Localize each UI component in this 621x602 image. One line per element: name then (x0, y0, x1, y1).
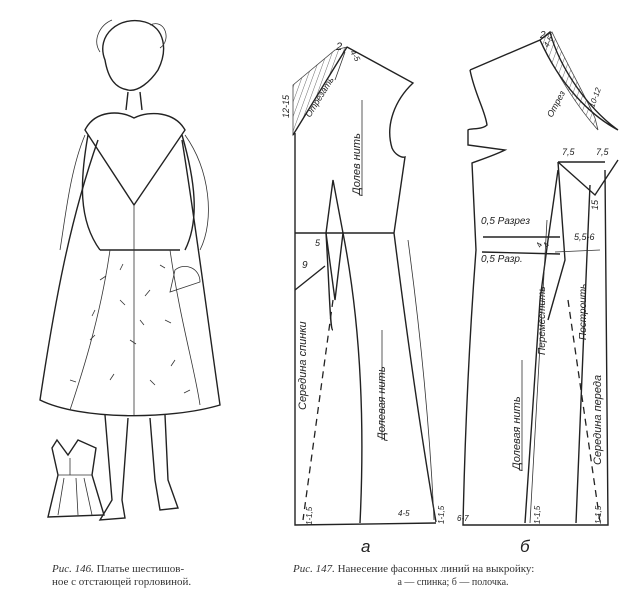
hem-label-front-left: 6-7 (457, 514, 469, 523)
front-pattern (334, 30, 619, 526)
dress-print-pattern (69, 263, 191, 394)
figure-147-caption: Рис. 147. Нанесение фасонных линий на вы… (293, 563, 613, 589)
label-4-5-back: 4-5 (348, 49, 362, 64)
figure-146-caption-line2: ное с отстающей горловиной. (52, 576, 192, 588)
hem-label-front-right: 1-1,5 (594, 505, 603, 524)
back-pattern (292, 46, 437, 526)
grain-line-label-back: Долевая нить (376, 366, 388, 442)
label-5-5-6: 5,5-6 (574, 232, 595, 242)
figure-147-number: Рис. 147. (293, 563, 335, 575)
figure-146-caption: Рис. 146. Платье шестишов- ное с отстающ… (52, 563, 232, 589)
build-label: Построить (578, 284, 589, 340)
move-label: Переместить (537, 286, 548, 355)
hem-label-back-side: 4-5 (398, 509, 410, 518)
figure-146-number: Рис. 146. (52, 563, 94, 575)
woman-dress-figure (39, 19, 221, 521)
label-4-a: 4 (534, 241, 544, 249)
hem-label-back-right: 1-1,5 (437, 505, 446, 524)
label-7-5-right: 7,5 (596, 147, 610, 157)
figure-letter-b: б (520, 537, 531, 556)
label-2-back: 2 (335, 41, 342, 53)
hem-label-front-mid: 1-1,5 (533, 505, 542, 524)
label-9: 9 (302, 260, 308, 271)
cut-label: Отрез (545, 89, 567, 119)
hem-label-back-left: 1-1,5 (305, 506, 314, 525)
grain-line-label-back-top: Долев нить (351, 133, 363, 197)
center-front-label: Середина переда (592, 375, 604, 465)
label-10-12: 10-12 (587, 86, 603, 109)
label-15: 15 (590, 199, 600, 210)
slit-label-1: 0,5 Разрез (481, 216, 530, 227)
grain-line-label-front: Долевая нить (511, 396, 523, 472)
small-dress-sketch (47, 438, 105, 518)
label-5: 5 (315, 238, 321, 248)
label-7-5-left: 7,5 (562, 147, 576, 157)
label-12-15: 12-15 (281, 94, 291, 118)
figure-147-caption-line2: а — спинка; б — полочка. (397, 577, 509, 588)
slit-label-2: 0,5 Разр. (481, 254, 523, 265)
label-2-front: 2 (539, 30, 546, 41)
center-back-label: Середина спинки (297, 321, 309, 410)
label-4-b: 4 (541, 241, 551, 249)
figure-147-caption-line1: Нанесение фасонных линий на выкройку: (337, 563, 535, 575)
figure-146-caption-line1: Платье шестишов- (96, 563, 185, 575)
figure-letter-a: а (361, 537, 370, 556)
